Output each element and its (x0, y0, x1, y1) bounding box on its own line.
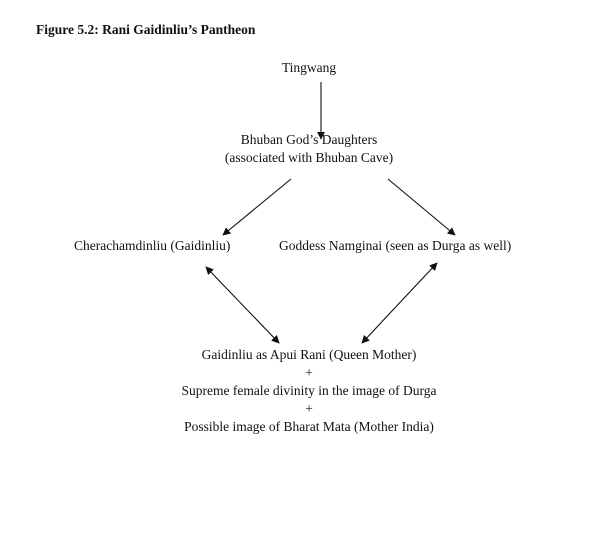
node-cherachamdinliu-label: Cherachamdinliu (Gaidinliu) (74, 238, 231, 253)
node-apui-line-2: Supreme female divinity in the image of … (181, 383, 437, 398)
arrow-bhuban-to-namginai (387, 178, 456, 236)
plus-sign-2: + (305, 401, 313, 416)
node-bhuban-gods-daughters: Bhuban God’s Daughters (associated with … (0, 131, 591, 167)
node-namginai-label: Goddess Namginai (seen as Durga as well) (279, 238, 512, 253)
node-apui-line-3: Possible image of Bharat Mata (Mother In… (184, 419, 434, 434)
node-bhuban-sublabel: (associated with Bhuban Cave) (224, 150, 394, 165)
arrow-bhuban-to-cherachamdinliu (222, 178, 292, 236)
figure-title: Figure 5.2: Rani Gaidinliu’s Pantheon (36, 22, 256, 37)
node-tingwang-label: Tingwang (281, 60, 337, 75)
arrow-namginai-apui-bidirectional (361, 262, 438, 344)
node-bhuban-label: Bhuban God’s Daughters (240, 132, 378, 147)
arrow-cherachamdinliu-apui-bidirectional (205, 266, 280, 344)
node-apui-line-1: Gaidinliu as Apui Rani (Queen Mother) (201, 347, 417, 362)
node-tingwang: Tingwang (0, 59, 591, 77)
plus-sign-1: + (305, 365, 313, 380)
node-goddess-namginai: Goddess Namginai (seen as Durga as well) (279, 237, 511, 255)
node-apui-rani: Gaidinliu as Apui Rani (Queen Mother) + … (0, 346, 591, 436)
node-cherachamdinliu: Cherachamdinliu (Gaidinliu) (74, 237, 230, 255)
